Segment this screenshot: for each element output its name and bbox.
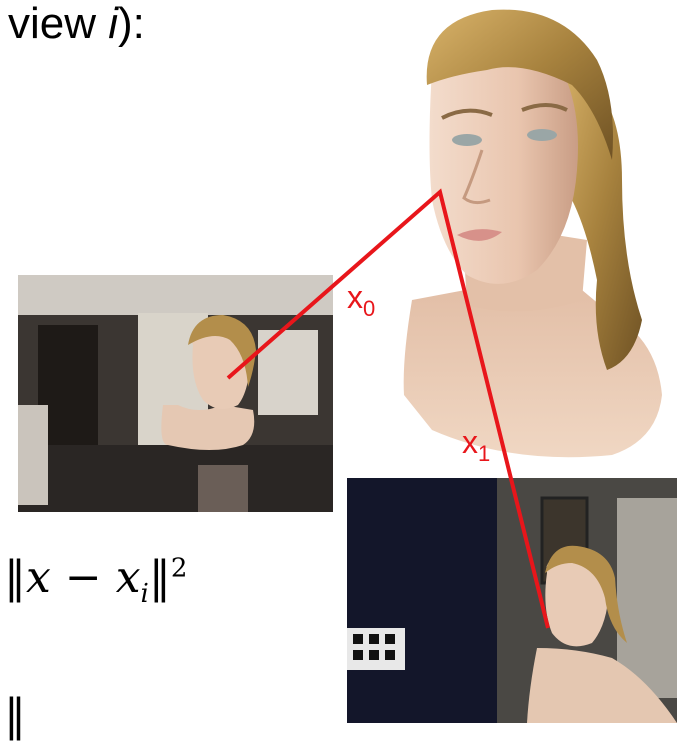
label-x1: x1 xyxy=(462,424,491,466)
right-photo xyxy=(347,478,677,723)
head-model-image xyxy=(403,9,662,458)
heading-fragment: view i): xyxy=(8,0,145,48)
label-x0: x0 xyxy=(347,279,376,321)
equation-reprojection-error: ‖x − xi‖2 xyxy=(4,552,188,609)
left-photo xyxy=(18,275,333,512)
equation-partial: ‖ xyxy=(4,690,26,741)
